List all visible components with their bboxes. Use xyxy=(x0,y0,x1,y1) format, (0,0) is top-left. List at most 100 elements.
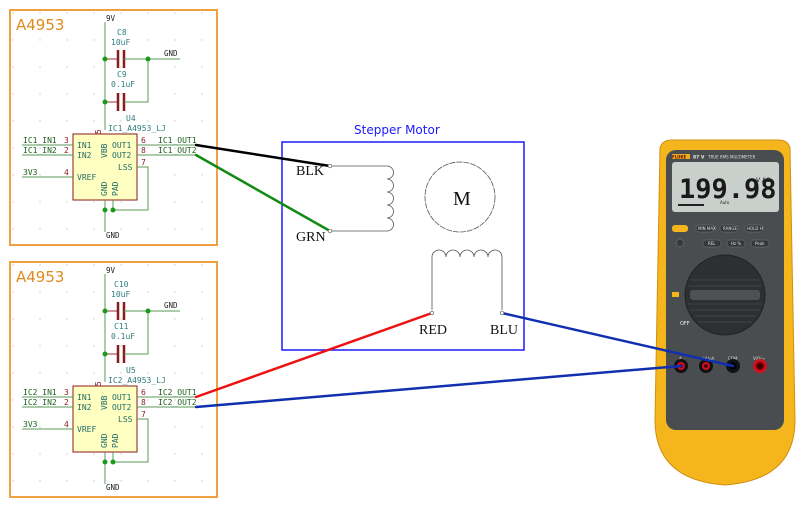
function-buttons: MIN MAX RANGE HOLD H REL Hz % Peak xyxy=(695,224,770,248)
meter-subtitle: TRUE RMS MULTIMETER xyxy=(707,155,756,160)
svg-text:VBB: VBB xyxy=(100,143,109,158)
svg-text:2: 2 xyxy=(64,398,69,407)
lead-grn: GRN xyxy=(296,230,326,245)
button-range[interactable] xyxy=(719,224,739,233)
coil-a xyxy=(330,165,394,232)
driver-block-2: A4953 9V C10 10uF GND C11 0.1uF U5 IC2_A… xyxy=(9,261,218,498)
gnd-cap-label: GND xyxy=(164,49,178,58)
cap1-value: 10uF xyxy=(111,38,130,47)
net-ic2-in2: IC2_IN2 xyxy=(23,398,57,407)
lcd-mode: Auto xyxy=(720,200,730,205)
svg-text:8: 8 xyxy=(141,398,146,407)
supply-label: 9V xyxy=(106,14,116,23)
svg-text:VBB: VBB xyxy=(100,395,109,410)
svg-text:HOLD H: HOLD H xyxy=(747,226,763,231)
svg-text:Peak: Peak xyxy=(755,241,765,246)
net-ic1-in1: IC1_IN1 xyxy=(23,136,57,145)
svg-text:5: 5 xyxy=(94,381,103,386)
button-hold[interactable] xyxy=(744,224,764,233)
lcd-reading: 199.98 xyxy=(679,174,777,205)
wire-blu-to-com xyxy=(500,311,735,368)
svg-text:RANGE: RANGE xyxy=(723,226,737,231)
svg-text:VREF: VREF xyxy=(77,425,96,434)
svg-text:COM: COM xyxy=(728,356,738,361)
svg-text:IN1: IN1 xyxy=(77,141,92,150)
cap1-value: 10uF xyxy=(111,290,130,299)
net-ic2-out2: IC2_OUT2 xyxy=(158,398,197,407)
backlight-button[interactable] xyxy=(672,225,688,232)
svg-text:Hz %: Hz % xyxy=(731,241,741,246)
cap1-ref: C10 xyxy=(114,280,129,289)
wires xyxy=(194,143,735,409)
svg-text:5: 5 xyxy=(94,129,103,134)
stepper-motor: Stepper Motor M BLK GRN RED BLU xyxy=(281,123,525,351)
ic-body xyxy=(72,385,138,453)
lcd-display xyxy=(672,162,779,212)
motor-m-label: M xyxy=(453,188,471,210)
svg-text:LSS: LSS xyxy=(118,415,133,424)
net-ic1-out1: IC1_OUT1 xyxy=(158,136,197,145)
button-min-max[interactable] xyxy=(695,224,715,233)
button-rel[interactable] xyxy=(702,239,722,248)
cap2-ref: C11 xyxy=(114,322,129,331)
off-label: OFF xyxy=(680,321,690,327)
lead-red: RED xyxy=(419,323,447,338)
svg-text:IN2: IN2 xyxy=(77,403,92,412)
gnd-cap-label: GND xyxy=(164,301,178,310)
auto-off-button[interactable] xyxy=(676,239,684,247)
multimeter: FLUKE 87 V TRUE RMS MULTIMETER 199.98 V … xyxy=(654,139,796,486)
gnd-label: GND xyxy=(106,483,120,492)
part-name: IC2_A4953_LJ xyxy=(108,376,166,385)
wire-grn xyxy=(194,153,332,233)
svg-text:6: 6 xyxy=(141,136,146,145)
button-hz[interactable] xyxy=(726,239,746,248)
net-3v3: 3V3 xyxy=(23,420,38,429)
button-peak[interactable] xyxy=(750,239,770,248)
svg-text:GND: GND xyxy=(100,433,109,448)
driver-block-1: A4953 9V C8 10uF GND C9 0.1uF U4 IC1_A49… xyxy=(9,9,218,246)
svg-text:VREF: VREF xyxy=(77,173,96,182)
svg-text:PAD: PAD xyxy=(111,433,120,448)
svg-text:IN2: IN2 xyxy=(77,151,92,160)
svg-text:6: 6 xyxy=(141,388,146,397)
unit-ref: U5 xyxy=(126,366,136,375)
svg-text:A: A xyxy=(679,356,682,361)
model-label: 87 V xyxy=(693,155,705,161)
svg-text:mA/µA: mA/µA xyxy=(701,356,715,361)
net-ic1-out2: IC1_OUT2 xyxy=(158,146,197,155)
lcd-bargraph xyxy=(678,204,704,206)
part-name: IC1_A4953_LJ xyxy=(108,124,166,133)
dial-knob[interactable] xyxy=(690,290,760,300)
cap2-value: 0.1uF xyxy=(111,80,135,89)
svg-text:V/Ω/→: V/Ω/→ xyxy=(753,356,765,361)
net-ic2-out1: IC2_OUT1 xyxy=(158,388,197,397)
svg-text:7: 7 xyxy=(141,410,146,419)
svg-text:2: 2 xyxy=(64,146,69,155)
svg-text:OUT2: OUT2 xyxy=(112,151,131,160)
motor-title: Stepper Motor xyxy=(354,123,440,137)
wire-ic2-out2-to-a xyxy=(194,364,683,409)
block-title: A4953 xyxy=(16,16,64,34)
lead-blk: BLK xyxy=(296,164,324,179)
svg-text:REL: REL xyxy=(708,241,716,246)
net-ic2-in1: IC2_IN1 xyxy=(23,388,57,397)
wire-blk xyxy=(194,143,332,168)
svg-text:3: 3 xyxy=(64,136,69,145)
svg-text:MIN MAX: MIN MAX xyxy=(698,226,716,231)
svg-text:IN1: IN1 xyxy=(77,393,92,402)
svg-text:PAD: PAD xyxy=(111,181,120,196)
cap1-ref: C8 xyxy=(117,28,127,37)
coil-b xyxy=(431,249,503,310)
cap2-ref: C9 xyxy=(117,70,127,79)
svg-text:7: 7 xyxy=(141,158,146,167)
motor-symbol xyxy=(424,161,496,233)
svg-text:OUT1: OUT1 xyxy=(112,393,131,402)
svg-text:LSS: LSS xyxy=(118,163,133,172)
motor-frame xyxy=(281,141,525,351)
ic-body xyxy=(72,133,138,201)
svg-text:OUT1: OUT1 xyxy=(112,141,131,150)
svg-text:4: 4 xyxy=(64,420,69,429)
wire-red xyxy=(194,311,434,399)
gnd-label: GND xyxy=(106,231,120,240)
